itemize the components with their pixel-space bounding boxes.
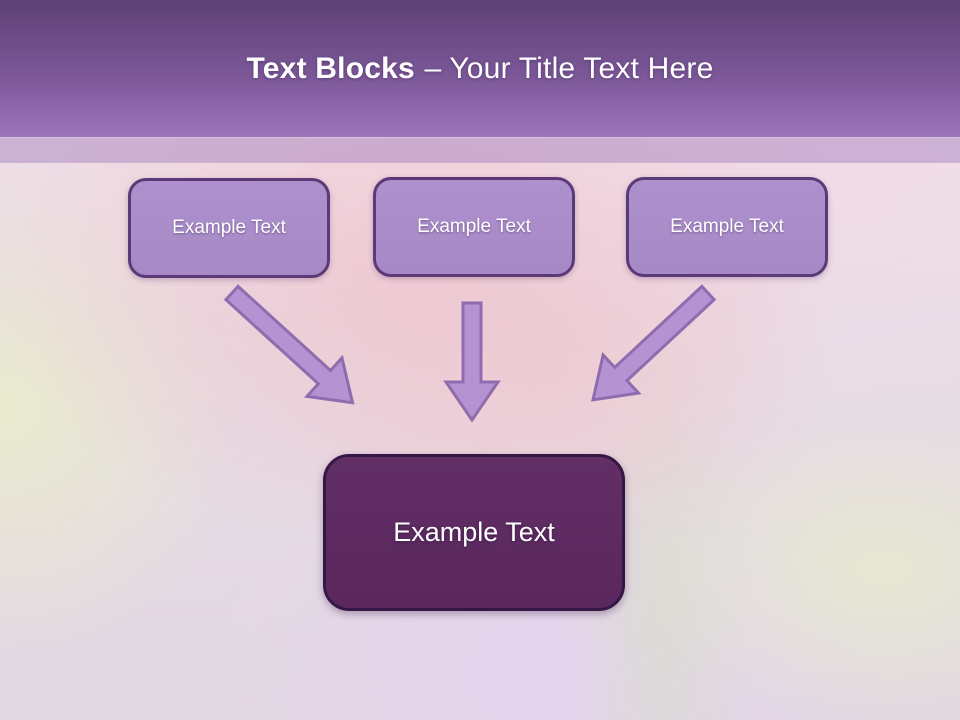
text-block-2: Example Text bbox=[373, 177, 575, 277]
center-block: Example Text bbox=[323, 454, 625, 611]
slide-title-rest: – Your Title Text Here bbox=[424, 51, 714, 85]
arrow-down-right-icon bbox=[223, 284, 355, 405]
arrow-down-icon bbox=[443, 301, 501, 423]
text-block-1-label: Example Text bbox=[172, 217, 286, 238]
center-block-label: Example Text bbox=[393, 517, 555, 547]
slide-title: Text Blocks – Your Title Text Here bbox=[247, 52, 714, 86]
subheader-band bbox=[0, 137, 960, 163]
arrow-down-left-icon bbox=[591, 284, 717, 402]
header-band: Text Blocks – Your Title Text Here bbox=[0, 0, 960, 137]
text-block-2-label: Example Text bbox=[417, 216, 531, 237]
text-block-1: Example Text bbox=[128, 178, 330, 278]
text-block-3: Example Text bbox=[626, 177, 828, 277]
text-block-3-label: Example Text bbox=[670, 216, 784, 237]
slide-title-bold: Text Blocks bbox=[246, 51, 415, 85]
